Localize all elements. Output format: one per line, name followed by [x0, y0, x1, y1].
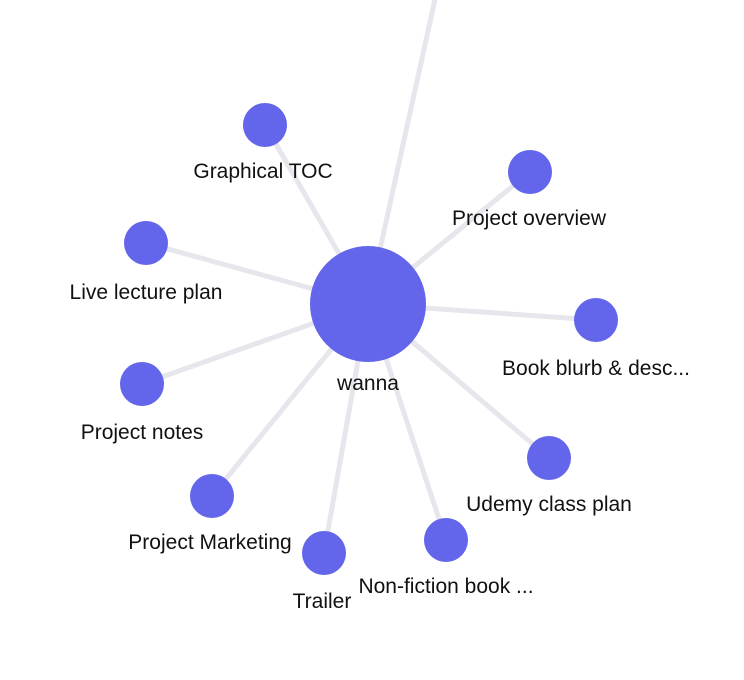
- label-udemy-class-plan: Udemy class plan: [466, 493, 632, 516]
- node-project-overview[interactable]: [508, 150, 552, 194]
- node-book-blurb[interactable]: [574, 298, 618, 342]
- label-book-blurb: Book blurb & desc...: [502, 357, 690, 380]
- label-live-lecture-plan: Live lecture plan: [70, 281, 223, 304]
- node-udemy-class-plan[interactable]: [527, 436, 571, 480]
- node-non-fiction-book[interactable]: [424, 518, 468, 562]
- label-wanna: wanna: [336, 372, 399, 395]
- label-project-notes: Project notes: [81, 421, 204, 444]
- label-non-fiction-book: Non-fiction book ...: [358, 575, 533, 598]
- label-project-marketing: Project Marketing: [128, 531, 291, 554]
- node-project-notes[interactable]: [120, 362, 164, 406]
- label-graphical-toc: Graphical TOC: [193, 160, 332, 183]
- node-live-lecture-plan[interactable]: [124, 221, 168, 265]
- label-project-overview: Project overview: [452, 207, 607, 230]
- node-trailer[interactable]: [302, 531, 346, 575]
- node-graphical-toc[interactable]: [243, 103, 287, 147]
- nodes-layer: [120, 103, 618, 575]
- node-project-marketing[interactable]: [190, 474, 234, 518]
- label-trailer: Trailer: [293, 590, 352, 613]
- node-center-wanna[interactable]: [310, 246, 426, 362]
